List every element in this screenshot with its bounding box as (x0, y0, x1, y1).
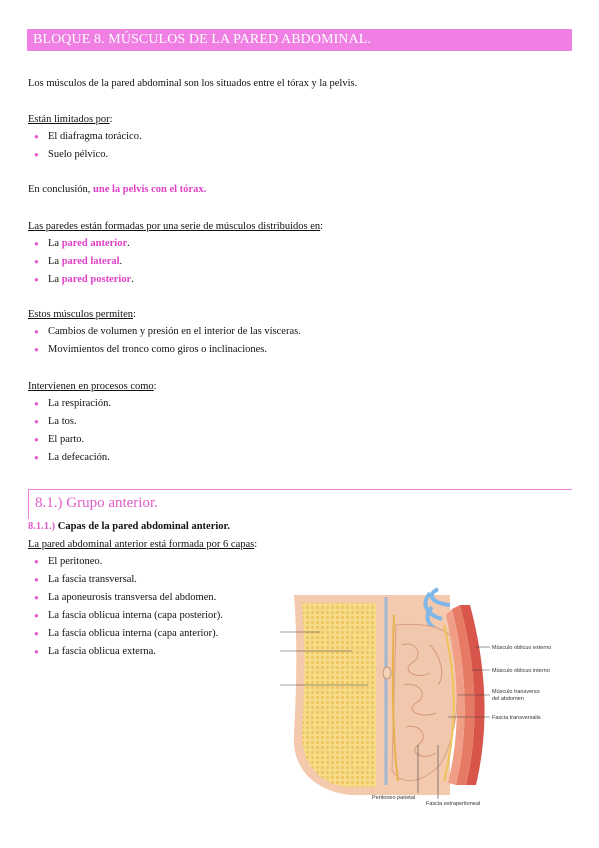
label-transverso-1: Músculo transverso (492, 689, 540, 695)
permit-heading-colon: : (133, 309, 136, 320)
layers-heading-colon: : (254, 539, 258, 550)
walls-heading-colon: : (320, 221, 324, 232)
limits-list: ●El diafragma torácico. ●Suelo pélvico. (34, 128, 142, 164)
permit-heading-text: Estos músculos permiten (28, 309, 133, 320)
abdominal-wall-illustration: Músculo oblicuo externo Músculo oblicuo … (280, 587, 551, 807)
bullet-icon: ● (34, 150, 39, 159)
intestines (391, 623, 459, 782)
bullet-icon: ● (34, 345, 39, 354)
bullet-icon: ● (34, 611, 39, 620)
processes-heading: Intervienen en procesos como: (28, 381, 157, 392)
list-item: ●La fascia oblicua externa. (34, 643, 223, 661)
bullet-icon: ● (34, 575, 39, 584)
umbilicus (382, 666, 392, 680)
bullet-icon: ● (34, 275, 39, 284)
walls-heading: Las paredes están formadas por una serie… (28, 221, 323, 232)
subcutaneous-fat (302, 603, 376, 787)
list-item: ●Movimientos del tronco como giros o inc… (34, 341, 301, 359)
layers-heading-text: La pared abdominal anterior está formada… (28, 539, 255, 550)
permit-heading: Estos músculos permiten: (28, 309, 136, 320)
limits-heading-text: Están limitados por (28, 114, 110, 125)
chapter-banner: BLOQUE 8. MÚSCULOS DE LA PARED ABDOMINAL… (27, 29, 572, 51)
subsection-heading: 8.1.1.) Capas de la pared abdominal ante… (28, 521, 230, 532)
label-peritoneo-parietal: Peritoneo parietal (372, 795, 415, 801)
list-item: ●El diafragma torácico. (34, 128, 142, 146)
list-item: ●La pared anterior. (34, 235, 134, 253)
label-transverso-2: del abdomen (492, 696, 524, 702)
bullet-icon: ● (34, 593, 39, 602)
limits-heading: Están limitados por: (28, 114, 113, 125)
layers-heading: La pared abdominal anterior está formada… (28, 539, 257, 550)
list-item: ●La aponeurosis transversa del abdomen. (34, 589, 223, 607)
label-oblicuo-interno: Músculo oblicuo interno (492, 668, 550, 674)
processes-heading-colon: : (153, 381, 157, 392)
transverse-muscle (446, 609, 465, 785)
right-pointer-lines (417, 646, 490, 799)
bullet-icon: ● (34, 557, 39, 566)
list-item: ●Suelo pélvico. (34, 146, 142, 164)
subsection-number: 8.1.1.) (28, 521, 56, 532)
section-heading: 8.1.) Grupo anterior. (28, 489, 572, 519)
list-item: ●La pared posterior. (34, 271, 134, 289)
limits-heading-colon: : (109, 114, 113, 125)
fascia-transversalis-line (443, 624, 455, 782)
bullet-icon: ● (34, 417, 39, 426)
subsection-title: Capas de la pared abdominal anterior. (57, 521, 230, 532)
list-item: ●La respiración. (34, 395, 111, 413)
intro-paragraph: Los músculos de la pared abdominal son l… (28, 78, 358, 89)
list-item: ●La pared lateral. (34, 253, 134, 271)
list-item: ●La defecación. (34, 449, 111, 467)
processes-heading-text: Intervienen en procesos como (28, 381, 154, 392)
bullet-icon: ● (34, 239, 39, 248)
bullet-icon: ● (34, 435, 39, 444)
list-item: ●La fascia transversal. (34, 571, 223, 589)
list-item: ●La fascia oblicua interna (capa anterio… (34, 625, 223, 643)
permit-list: ●Cambios de volumen y presión en el inte… (34, 323, 301, 359)
list-item: ●La tos. (34, 413, 111, 431)
external-oblique-muscle (460, 605, 485, 785)
layers-list: ●El peritoneo. ●La fascia transversal. ●… (34, 553, 223, 661)
walls-heading-text: Las paredes están formadas por una serie… (28, 221, 321, 232)
list-item: ●La fascia oblicua interna (capa posteri… (34, 607, 223, 625)
label-oblicuo-externo: Músculo oblicuo externo (492, 645, 551, 651)
label-fascia-extraperitoneal: Fascia extraperitoneal (426, 801, 480, 807)
bullet-icon: ● (34, 399, 39, 408)
label-fascia-transversalis: Fascia transversalis (492, 715, 541, 721)
list-item: ●Cambios de volumen y presión en el inte… (34, 323, 301, 341)
conclusion-paragraph: En conclusión, une la pelvis con el tóra… (28, 184, 207, 195)
section-title: 8.1.) Grupo anterior. (35, 495, 158, 511)
bullet-icon: ● (34, 327, 39, 336)
conclusion-highlight: une la pelvis con el tórax. (93, 184, 207, 195)
bullet-icon: ● (34, 453, 39, 462)
left-pointer-lines (280, 631, 368, 686)
walls-list: ●La pared anterior. ●La pared lateral. ●… (34, 235, 134, 289)
processes-list: ●La respiración. ●La tos. ●El parto. ●La… (34, 395, 111, 467)
list-item: ●El parto. (34, 431, 111, 449)
peritoneum-layer (391, 614, 399, 782)
bullet-icon: ● (34, 647, 39, 656)
list-item: ●El peritoneo. (34, 553, 223, 571)
internal-oblique-muscle (452, 605, 475, 785)
bullet-icon: ● (34, 629, 39, 638)
bullet-icon: ● (34, 132, 39, 141)
bullet-icon: ● (34, 257, 39, 266)
